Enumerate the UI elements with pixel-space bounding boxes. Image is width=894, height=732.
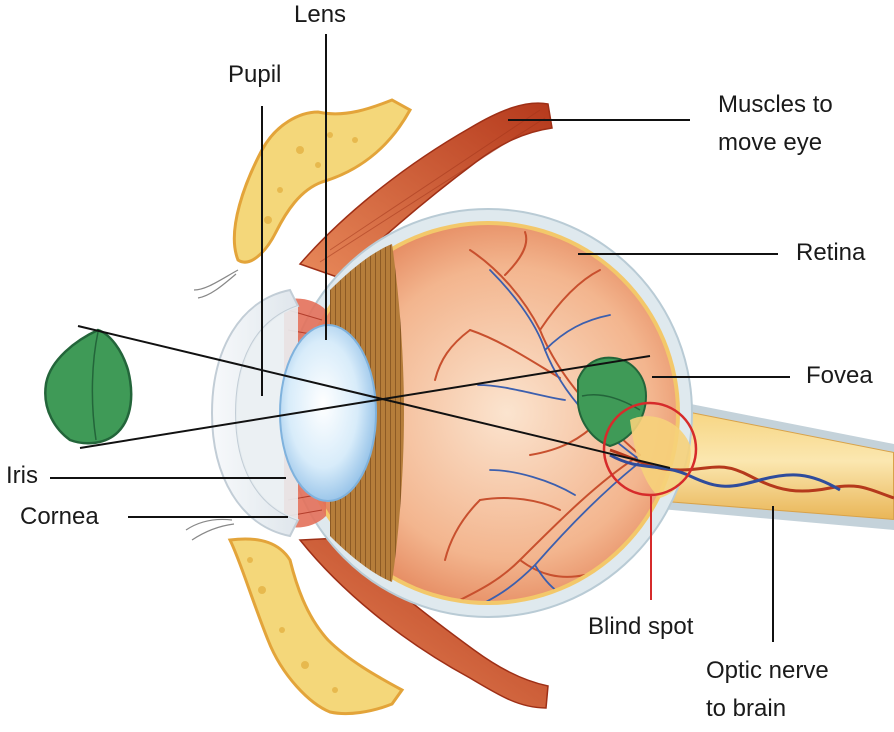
- lens: [279, 324, 377, 502]
- label-blind-spot: Blind spot: [588, 613, 694, 640]
- label-pupil: Pupil: [228, 61, 282, 88]
- object-leaf: [44, 328, 133, 445]
- label-lens: Lens: [294, 1, 347, 28]
- bone-texture-lower: [247, 557, 338, 693]
- eyelash-strands: [185, 269, 239, 541]
- upper-orbit-bone: [232, 98, 413, 264]
- optic-vein: [609, 453, 841, 492]
- label-cornea: Cornea: [20, 503, 99, 530]
- lower-orbit-bone: [227, 537, 405, 716]
- label-optic-nerve-line1: Optic nerve: [706, 657, 829, 684]
- anterior-chamber: [236, 306, 298, 520]
- optic-disc: [630, 416, 691, 498]
- optic-nerve-sheath: [640, 396, 894, 530]
- upper-muscle-fibers: [319, 109, 546, 263]
- bone-texture-upper: [264, 132, 358, 224]
- label-muscles-line2: move eye: [718, 129, 823, 156]
- blind-spot-marker: [602, 401, 698, 497]
- light-rays: [77, 325, 671, 469]
- label-leader-lines: [50, 34, 790, 642]
- label-retina: Retina: [796, 239, 866, 266]
- label-fovea: Fovea: [806, 362, 873, 389]
- light-ray-bottom: [79, 355, 651, 449]
- label-optic-nerve-line2: to brain: [706, 695, 787, 722]
- light-ray-top: [77, 325, 671, 469]
- label-muscles-line1: Muscles to: [718, 91, 833, 118]
- label-iris: Iris: [6, 462, 38, 489]
- retina-blood-vessels: [434, 231, 641, 601]
- retinal-image-leaf: [577, 356, 648, 448]
